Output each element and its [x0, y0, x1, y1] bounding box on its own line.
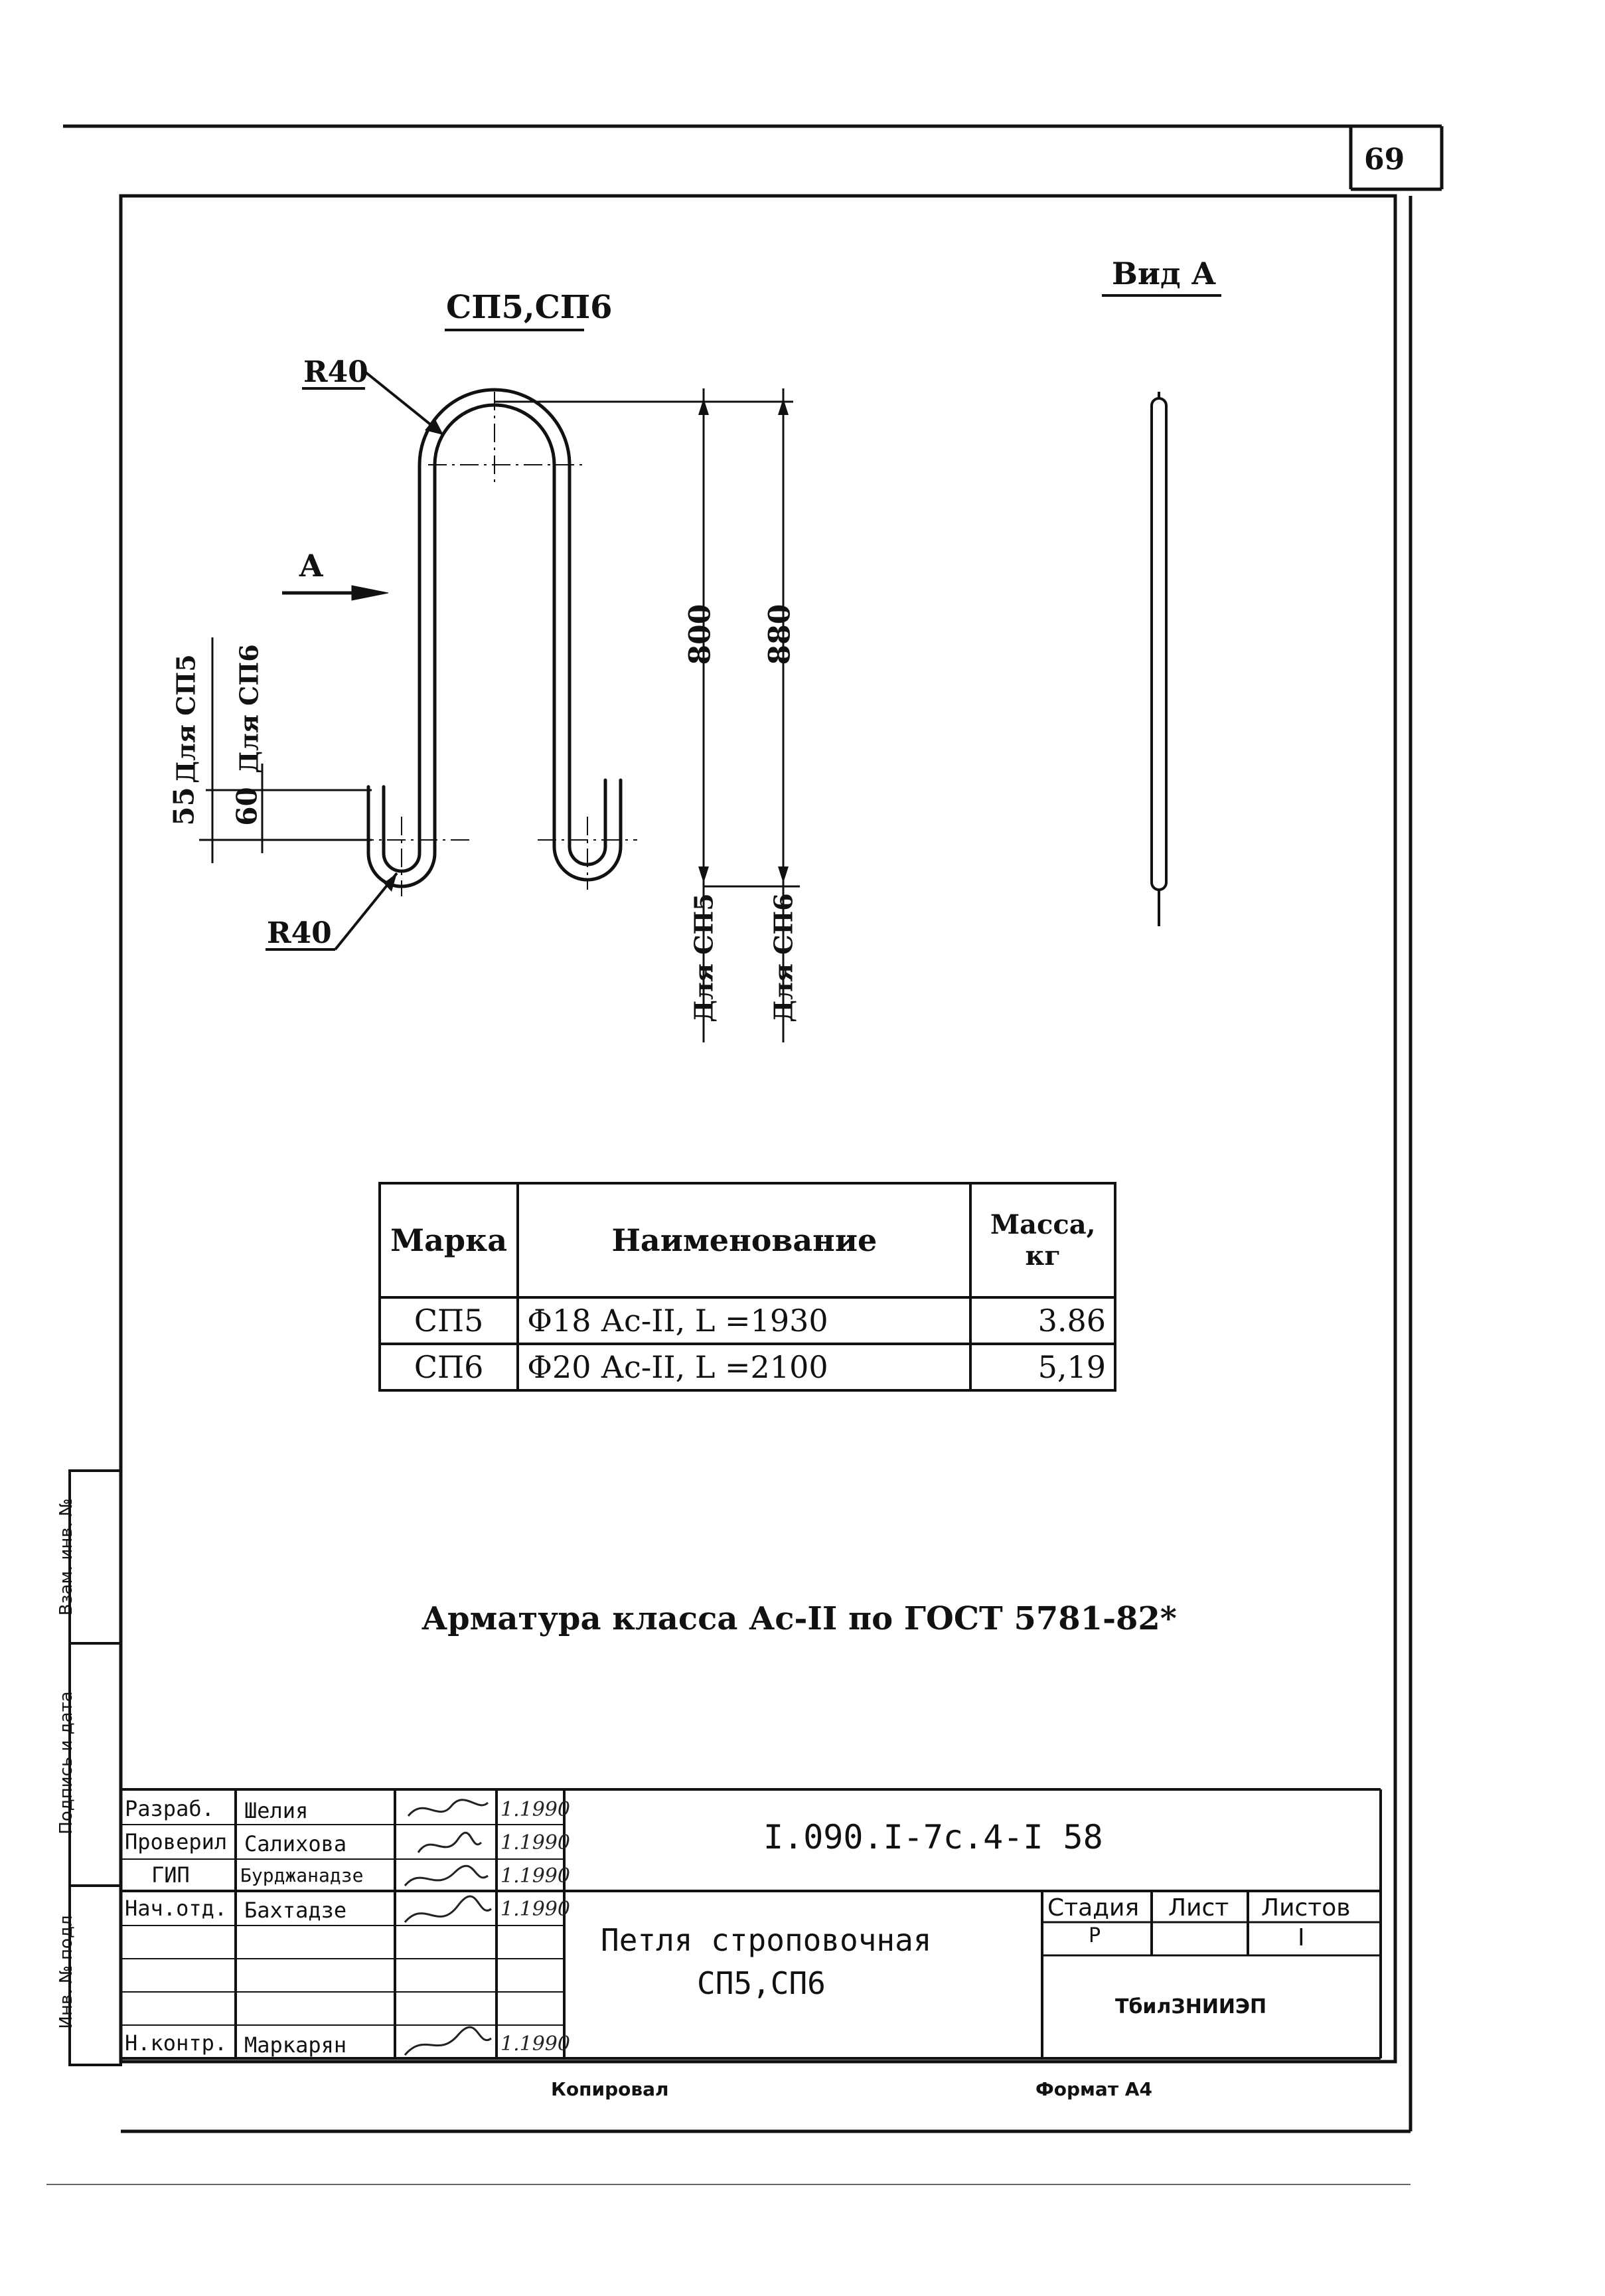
- signer-role: Н.контр.: [125, 2030, 228, 2056]
- dim-height-sp5: 800: [683, 604, 718, 665]
- table-header-row: Марка Наименование Масса, кг: [378, 1182, 1116, 1299]
- specification-table: Марка Наименование Масса, кг СП5 Φ18 Ас-…: [378, 1182, 1116, 1392]
- view-a-projection: [1150, 392, 1168, 926]
- signer-name: Салихова: [244, 1831, 347, 1856]
- stage-header: Стадия: [1047, 1894, 1140, 1922]
- signer-date: 1.1990: [500, 1798, 570, 1821]
- footer-copied: Копировал: [551, 2078, 669, 2100]
- sheet-frame: [46, 124, 1444, 2185]
- hook-dim-sp6: 60: [230, 787, 264, 826]
- dim-label-sp5: Для СП5: [688, 893, 719, 1023]
- document-designation: I.090.I-7с.4-I 58: [763, 1818, 1103, 1856]
- product-name-line-1: Петля строповочная: [601, 1922, 932, 1958]
- view-arrow-label: А: [299, 548, 324, 584]
- sheet-header: Лист: [1168, 1894, 1229, 1922]
- arrowheads: [384, 398, 789, 892]
- dim-height-sp6: 880: [763, 604, 797, 665]
- signer-date: 1.1990: [500, 1831, 570, 1854]
- signer-role: Нач.отд.: [125, 1896, 228, 1921]
- drawing-title: СП5,СП6: [446, 289, 613, 326]
- signature-date-label: Подпись и дата: [56, 1691, 76, 1835]
- radius-label-bottom: R40: [267, 916, 332, 950]
- sheets-header: Листов: [1261, 1894, 1351, 1922]
- signer-role: Разраб.: [125, 1796, 214, 1821]
- header-mark: Марка: [378, 1182, 520, 1299]
- view-a-arrow: [282, 585, 389, 601]
- signer-date: 1.1990: [500, 1864, 570, 1888]
- radius-label-top: R40: [303, 355, 368, 389]
- row-name: Φ18 Ас-II, L =1930: [516, 1296, 972, 1345]
- header-mass: Масса, кг: [969, 1182, 1116, 1299]
- heading-underlines: [445, 294, 1221, 331]
- signer-name: Шелия: [244, 1798, 309, 1823]
- hook-label-sp5: Для СП5: [171, 654, 201, 783]
- row-mark: СП6: [378, 1343, 520, 1392]
- signature-scribbles: [404, 1799, 492, 2056]
- signer-name: Маркарян: [244, 2032, 347, 2058]
- signer-name: Бурджанадзе: [240, 1864, 364, 1886]
- table-row: СП5 Φ18 Ас-II, L =1930 3.86: [378, 1296, 1116, 1345]
- replace-inv-label: Взам. инв. №: [56, 1498, 76, 1616]
- signer-date: 1.1990: [500, 1898, 570, 1921]
- header-name: Наименование: [516, 1182, 972, 1299]
- row-mark: СП5: [378, 1296, 520, 1345]
- inv-number-label: Инв. № подл: [56, 1915, 76, 2029]
- material-note: Арматура класса Ас-II по ГОСТ 5781-82*: [421, 1600, 1177, 1637]
- hook-label-sp6: Для СП6: [234, 644, 264, 774]
- row-mass: 5,19: [969, 1343, 1116, 1392]
- sheets-value: I: [1298, 1924, 1305, 1951]
- title-block-grid: [121, 1788, 1382, 2060]
- row-mass: 3.86: [969, 1296, 1116, 1345]
- organization-name: ТбилЗНИИЭП: [1115, 1995, 1267, 2018]
- footer-format: Формат А4: [1035, 2078, 1152, 2100]
- center-lines: [355, 392, 637, 896]
- row-name: Φ20 Ас-II, L =2100: [516, 1343, 972, 1392]
- binding-strip: [68, 1469, 122, 2066]
- table-row: СП6 Φ20 Ас-II, L =2100 5,19: [378, 1343, 1116, 1392]
- signer-role: Проверил: [125, 1829, 228, 1854]
- stage-value: Р: [1089, 1924, 1101, 1947]
- view-title: Вид А: [1112, 256, 1217, 291]
- dimension-lines: [199, 370, 800, 1042]
- signer-role: ГИП: [151, 1862, 190, 1888]
- page-number: 69: [1364, 143, 1405, 177]
- product-name-line-2: СП5,СП6: [697, 1965, 826, 2001]
- signer-name: Бахтадзе: [244, 1898, 347, 1923]
- dim-label-sp6: Для СП6: [768, 893, 799, 1023]
- signer-date: 1.1990: [500, 2032, 570, 2056]
